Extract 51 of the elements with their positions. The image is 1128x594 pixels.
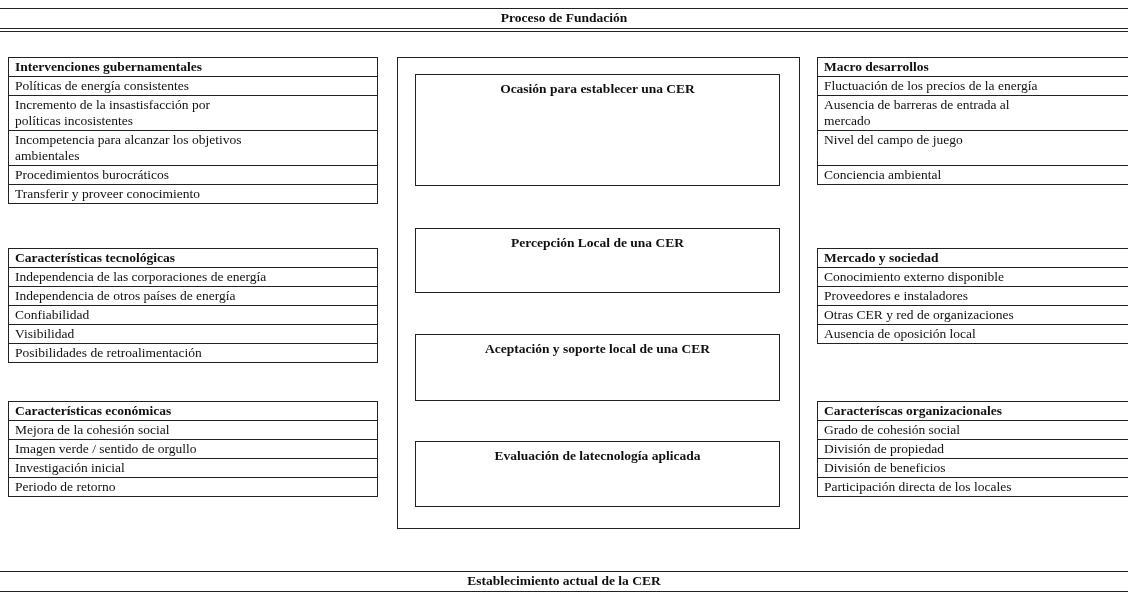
factor-table <box>817 401 1128 497</box>
table-heading: Características tecnológicas <box>9 249 377 268</box>
table-cell: Mejora de la cohesión social <box>9 421 377 440</box>
factor-table <box>817 248 1128 344</box>
table-cell: Imagen verde / sentido de orgullo <box>9 440 377 459</box>
table-cell: Procedimientos burocráticos <box>9 166 377 185</box>
table-cell: Periodo de retorno <box>9 478 377 497</box>
process-box <box>415 74 780 186</box>
band-title: Establecimiento actual de la CER <box>466 572 662 590</box>
box-title: Aceptación y soporte local de una CER <box>484 340 711 357</box>
table-cell: Incremento de la insastisfacción por políticas incosistentes <box>9 96 377 131</box>
table-cell: Grado de cohesión social <box>818 421 1128 440</box>
factor-table <box>8 248 378 363</box>
table-cell: Investigación inicial <box>9 459 377 478</box>
table-cell: Independencia de otros países de energía <box>9 287 377 306</box>
table-heading: Macro desarrollos <box>818 58 1128 77</box>
box-title: Ocasión para establecer una CER <box>499 80 696 97</box>
table-cell: Participación directa de los locales <box>818 478 1128 497</box>
table-cell: Fluctuación de los precios de la energía <box>818 77 1128 96</box>
factor-table <box>8 57 378 204</box>
table-cell: Confiabilidad <box>9 306 377 325</box>
table-heading: Intervenciones gubernamentales <box>9 58 377 77</box>
factor-table <box>8 401 378 497</box>
table-cell: Transferir y proveer conocimiento <box>9 185 377 204</box>
process-box <box>415 441 780 507</box>
title-band <box>0 8 1128 32</box>
process-frame <box>397 57 800 529</box>
process-box <box>415 228 780 293</box>
process-box <box>415 334 780 401</box>
table-cell: División de beneficios <box>818 459 1128 478</box>
table-cell: División de propiedad <box>818 440 1128 459</box>
box-title: Percepción Local de una CER <box>510 234 685 251</box>
table-cell: Posibilidades de retroalimentación <box>9 344 377 363</box>
table-cell: Visibilidad <box>9 325 377 344</box>
band-title: Proceso de Fundación <box>499 9 629 27</box>
table-cell: Ausencia de barreras de entrada al mercado <box>818 96 1128 131</box>
table-cell: Conocimiento externo disponible <box>818 268 1128 287</box>
table-heading: Mercado y sociedad <box>818 249 1128 268</box>
table-cell: Otras CER y red de organizaciones <box>818 306 1128 325</box>
table-heading: Caracteríscas organizacionales <box>818 402 1128 421</box>
factor-table <box>817 57 1128 185</box>
table-cell: Proveedores e instaladores <box>818 287 1128 306</box>
table-cell: Independencia de las corporaciones de energía <box>9 268 377 287</box>
table-cell: Ausencia de oposición local <box>818 325 1128 344</box>
table-cell: Incompetencia para alcanzar los objetivos ambientales <box>9 131 377 166</box>
table-cell: Conciencia ambiental <box>818 166 1128 185</box>
box-title: Evaluación de latecnología aplicada <box>493 447 702 464</box>
table-cell: Nivel del campo de juego <box>818 131 1128 166</box>
title-band <box>0 571 1128 594</box>
table-heading: Características económicas <box>9 402 377 421</box>
table-cell: Políticas de energía consistentes <box>9 77 377 96</box>
